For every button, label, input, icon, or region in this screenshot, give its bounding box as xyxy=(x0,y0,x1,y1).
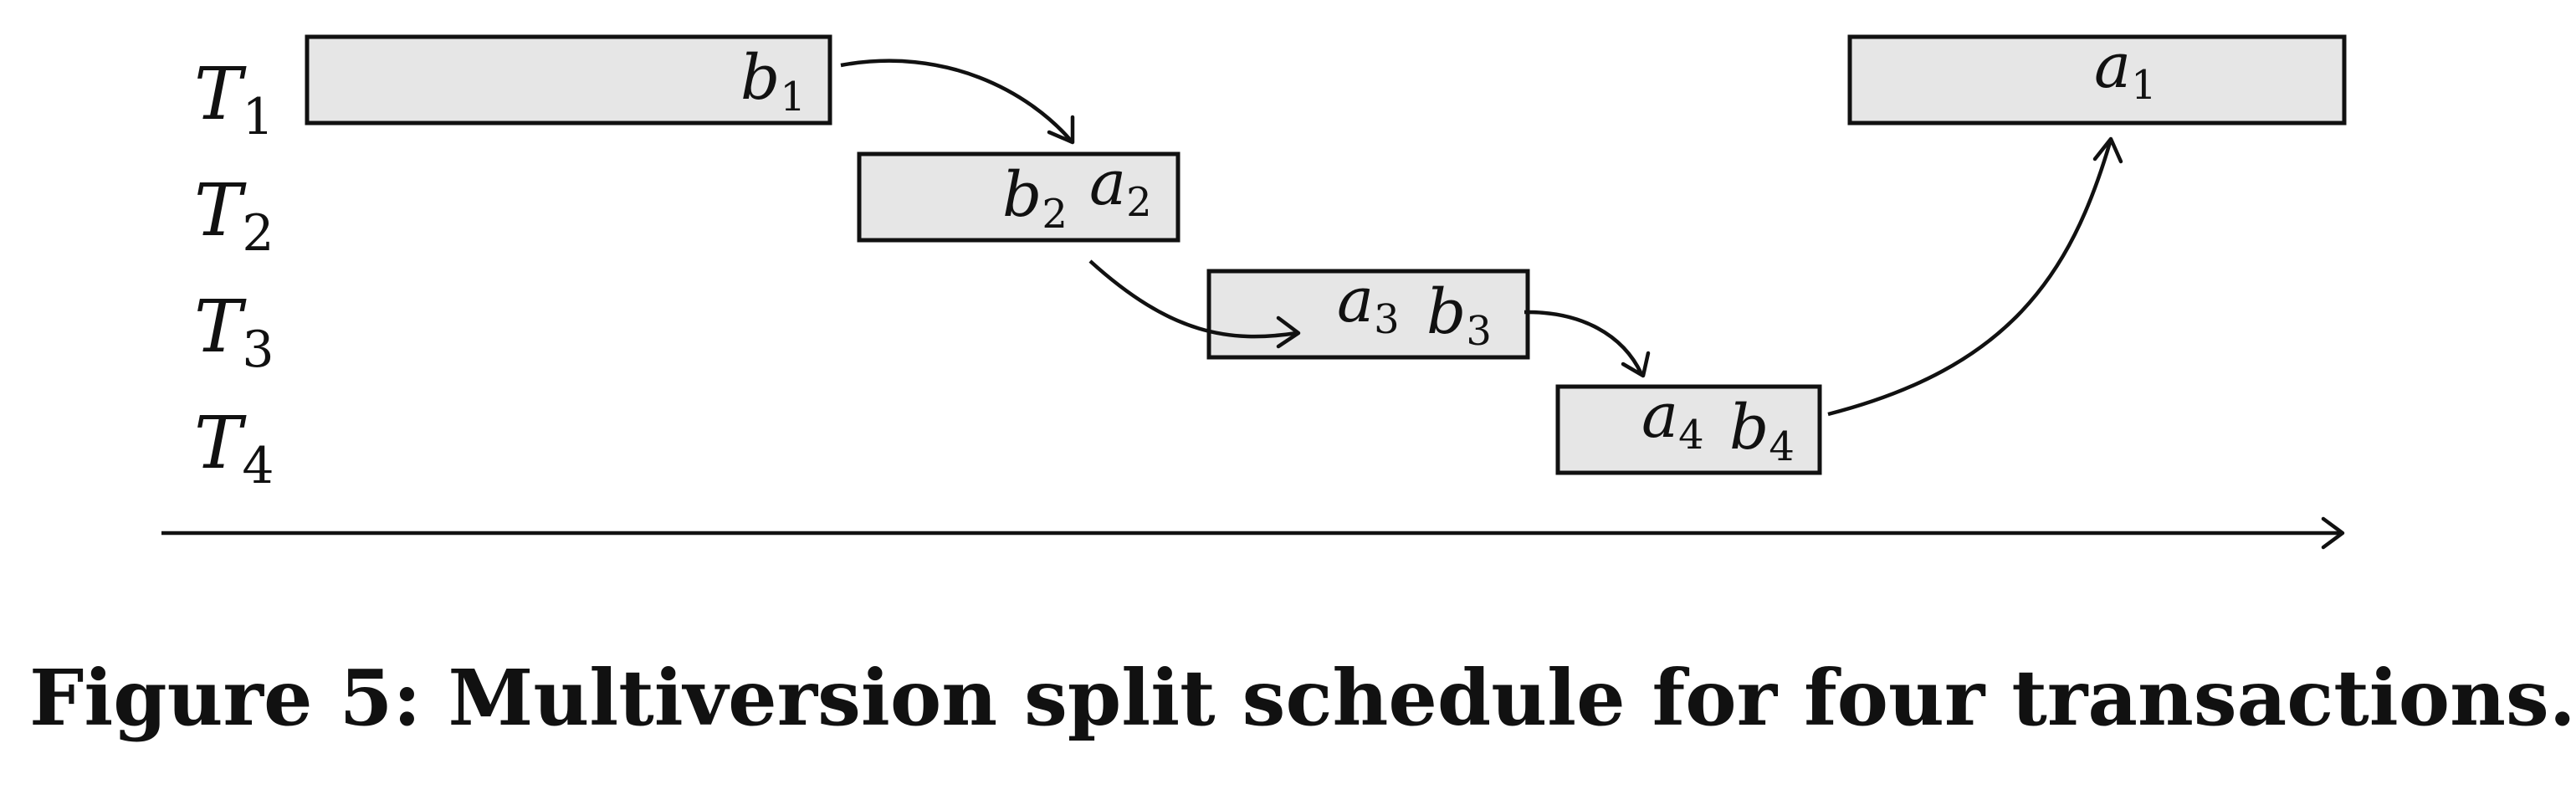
row-label-t3: T3 xyxy=(194,285,274,379)
row-labels: T1 T2 T3 T4 xyxy=(194,53,274,495)
block-t3-label-a3: a3 xyxy=(1337,264,1400,343)
row-label-t2: T2 xyxy=(194,169,274,263)
schedule-diagram: T1 T2 T3 T4 b1 b2 a2 a3 b3 a4 b4 a1 xyxy=(161,30,2347,550)
block-t4: a4 b4 xyxy=(1555,380,1822,475)
block-t4-rect xyxy=(1555,384,1822,475)
row-label-t1: T1 xyxy=(194,53,274,146)
arrow-a2-to-a3-head xyxy=(1276,315,1301,349)
arrow-b4-to-a1 xyxy=(1827,141,2113,417)
figure-caption: Figure 5: Multiversion split schedule fo… xyxy=(29,653,2576,743)
block-t1-b1-label: b1 xyxy=(740,42,806,120)
block-t3: a3 b3 xyxy=(1206,264,1530,360)
block-t1-b1-rect xyxy=(305,34,832,126)
block-t2: b2 a2 xyxy=(857,147,1180,243)
time-axis-arrowhead xyxy=(2321,516,2345,550)
block-t1-b1: b1 xyxy=(305,34,832,126)
block-t1-a1: a1 xyxy=(1847,30,2347,126)
block-t4-label-b4: b4 xyxy=(1729,392,1795,470)
block-t2-rect xyxy=(857,151,1180,243)
arrow-b1-to-b2 xyxy=(840,59,1073,142)
block-t2-label-b2: b2 xyxy=(1002,159,1068,238)
arrow-b3-to-b4-head xyxy=(1621,351,1651,378)
time-axis xyxy=(161,516,2345,550)
arrow-b1-to-b2-head xyxy=(1047,115,1075,145)
arrow-b4-to-a1-head xyxy=(2092,136,2123,164)
dependency-arrows xyxy=(840,59,2123,417)
block-t1-a1-rect xyxy=(1847,34,2347,126)
block-t3-label-b3: b3 xyxy=(1426,276,1492,355)
block-t1-a1-label: a1 xyxy=(2094,30,2157,109)
arrow-a2-to-a3 xyxy=(1088,259,1298,339)
block-t2-label-a2: a2 xyxy=(1089,147,1152,226)
block-t3-rect xyxy=(1206,269,1530,360)
arrow-b3-to-b4 xyxy=(1524,310,1644,375)
block-t4-label-a4: a4 xyxy=(1641,380,1704,459)
row-label-t4: T4 xyxy=(194,402,274,495)
